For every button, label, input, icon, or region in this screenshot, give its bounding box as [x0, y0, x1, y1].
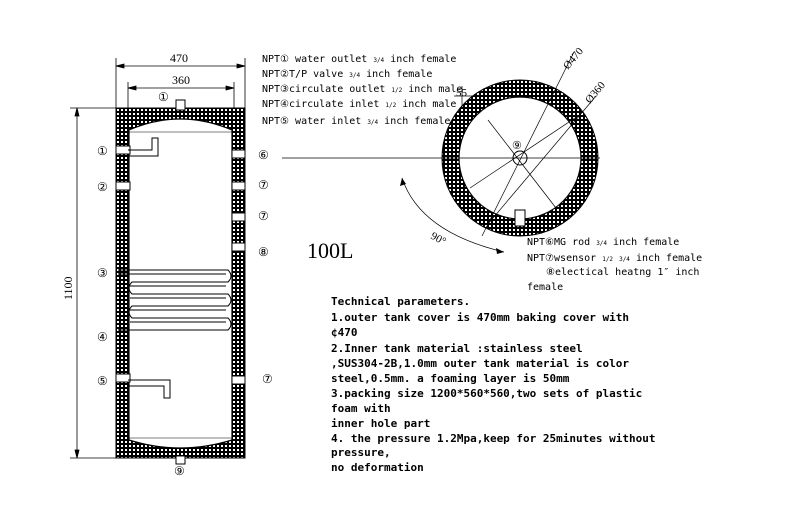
inner-width-label: 360: [172, 73, 190, 87]
capacity-label: 100L: [307, 238, 353, 263]
svg-text:2.Inner tank material :stainle: 2.Inner tank material :stainless steel: [331, 342, 583, 355]
right-port-8: ⑧: [258, 245, 269, 259]
left-port-4: ④: [97, 330, 108, 344]
legend-line-4: NPT④circulate inlet 1/2 inch male: [262, 99, 456, 110]
left-port-5: ⑤: [97, 374, 108, 388]
tank-section: [115, 107, 246, 459]
svg-text:,SUS304-2B,1.0mm outer tank ma: ,SUS304-2B,1.0mm outer tank material is …: [331, 357, 629, 370]
svg-text:NPT⑦wsensor 1/2 3/4 inch fema: NPT⑦wsensor 1/2 3/4 inch female: [527, 253, 702, 264]
inner-dia-label: Ø360: [583, 79, 608, 106]
legend-line-2: NPT②T/P valve 3/4 inch female: [262, 69, 432, 80]
layer-dim-label: 55: [456, 87, 468, 99]
right-fittings: [231, 149, 246, 385]
left-port-2: ②: [97, 180, 108, 194]
svg-text:1.outer tank cover is 470mm ba: 1.outer tank cover is 470mm baking cover…: [331, 311, 629, 324]
right-port-7a: ⑦: [258, 178, 269, 192]
height-label: 1100: [61, 276, 75, 300]
svg-text:foam with: foam with: [331, 402, 391, 415]
right-port-6: ⑥: [258, 148, 269, 162]
bottom-fitting: [175, 455, 186, 465]
svg-text:steel,0.5mm. a foaming layer i: steel,0.5mm. a foaming layer is 50mm: [331, 372, 570, 385]
legend-line-3: NPT③circulate outlet 1/2 inch male: [262, 84, 462, 95]
cross-section: [282, 51, 600, 254]
right-port-7c: ⑦: [262, 372, 273, 386]
svg-text:no deformation: no deformation: [331, 461, 424, 474]
svg-text:Technical parameters.: Technical parameters.: [331, 295, 470, 308]
legend-line-1: NPT① water outlet 3/4 inch female: [262, 54, 456, 65]
right-port-7b: ⑦: [258, 209, 269, 223]
top-fitting: [175, 99, 186, 111]
svg-text:NPT⑥MG rod 3/4 inch female: NPT⑥MG rod 3/4 inch female: [527, 237, 679, 248]
svg-text:inner hole part: inner hole part: [331, 417, 430, 430]
heating-coil: [118, 269, 232, 331]
port-top-label: ①: [158, 90, 169, 104]
center-port-label: ⑨: [512, 140, 522, 152]
outer-width-label: 470: [170, 51, 188, 65]
svg-text:female: female: [527, 282, 563, 293]
svg-text:⑧electical heatng 1″ inch: ⑧electical heatng 1″ inch: [546, 267, 699, 278]
port-bottom-label: ⑨: [174, 464, 185, 478]
height-dimension: [70, 107, 116, 459]
left-fittings: [115, 137, 171, 399]
side-legend: NPT⑥MG rod 3/4 inch female NPT⑦wsensor 1…: [527, 237, 702, 293]
left-port-1: ①: [97, 144, 108, 158]
svg-text:3.packing size 1200*560*560,tw: 3.packing size 1200*560*560,two sets of …: [331, 387, 642, 400]
left-port-3: ③: [97, 266, 108, 280]
outer-dia-label: Ø470: [561, 45, 586, 72]
legend-line-5: NPT⑤ water inlet 3/4 inch female: [262, 116, 450, 127]
angle-label: 90°: [429, 230, 448, 248]
port-legend: NPT① water outlet 3/4 inch female NPT②T/…: [262, 54, 462, 127]
width-dimensions: [115, 58, 246, 108]
technical-parameters: Technical parameters. 1.outer tank cover…: [331, 295, 656, 474]
svg-text:4. the pressure 1.2Mpa,keep fo: 4. the pressure 1.2Mpa,keep for 25minute…: [331, 432, 656, 445]
svg-text:pressure,: pressure,: [331, 446, 391, 459]
svg-text:¢470: ¢470: [331, 326, 358, 339]
